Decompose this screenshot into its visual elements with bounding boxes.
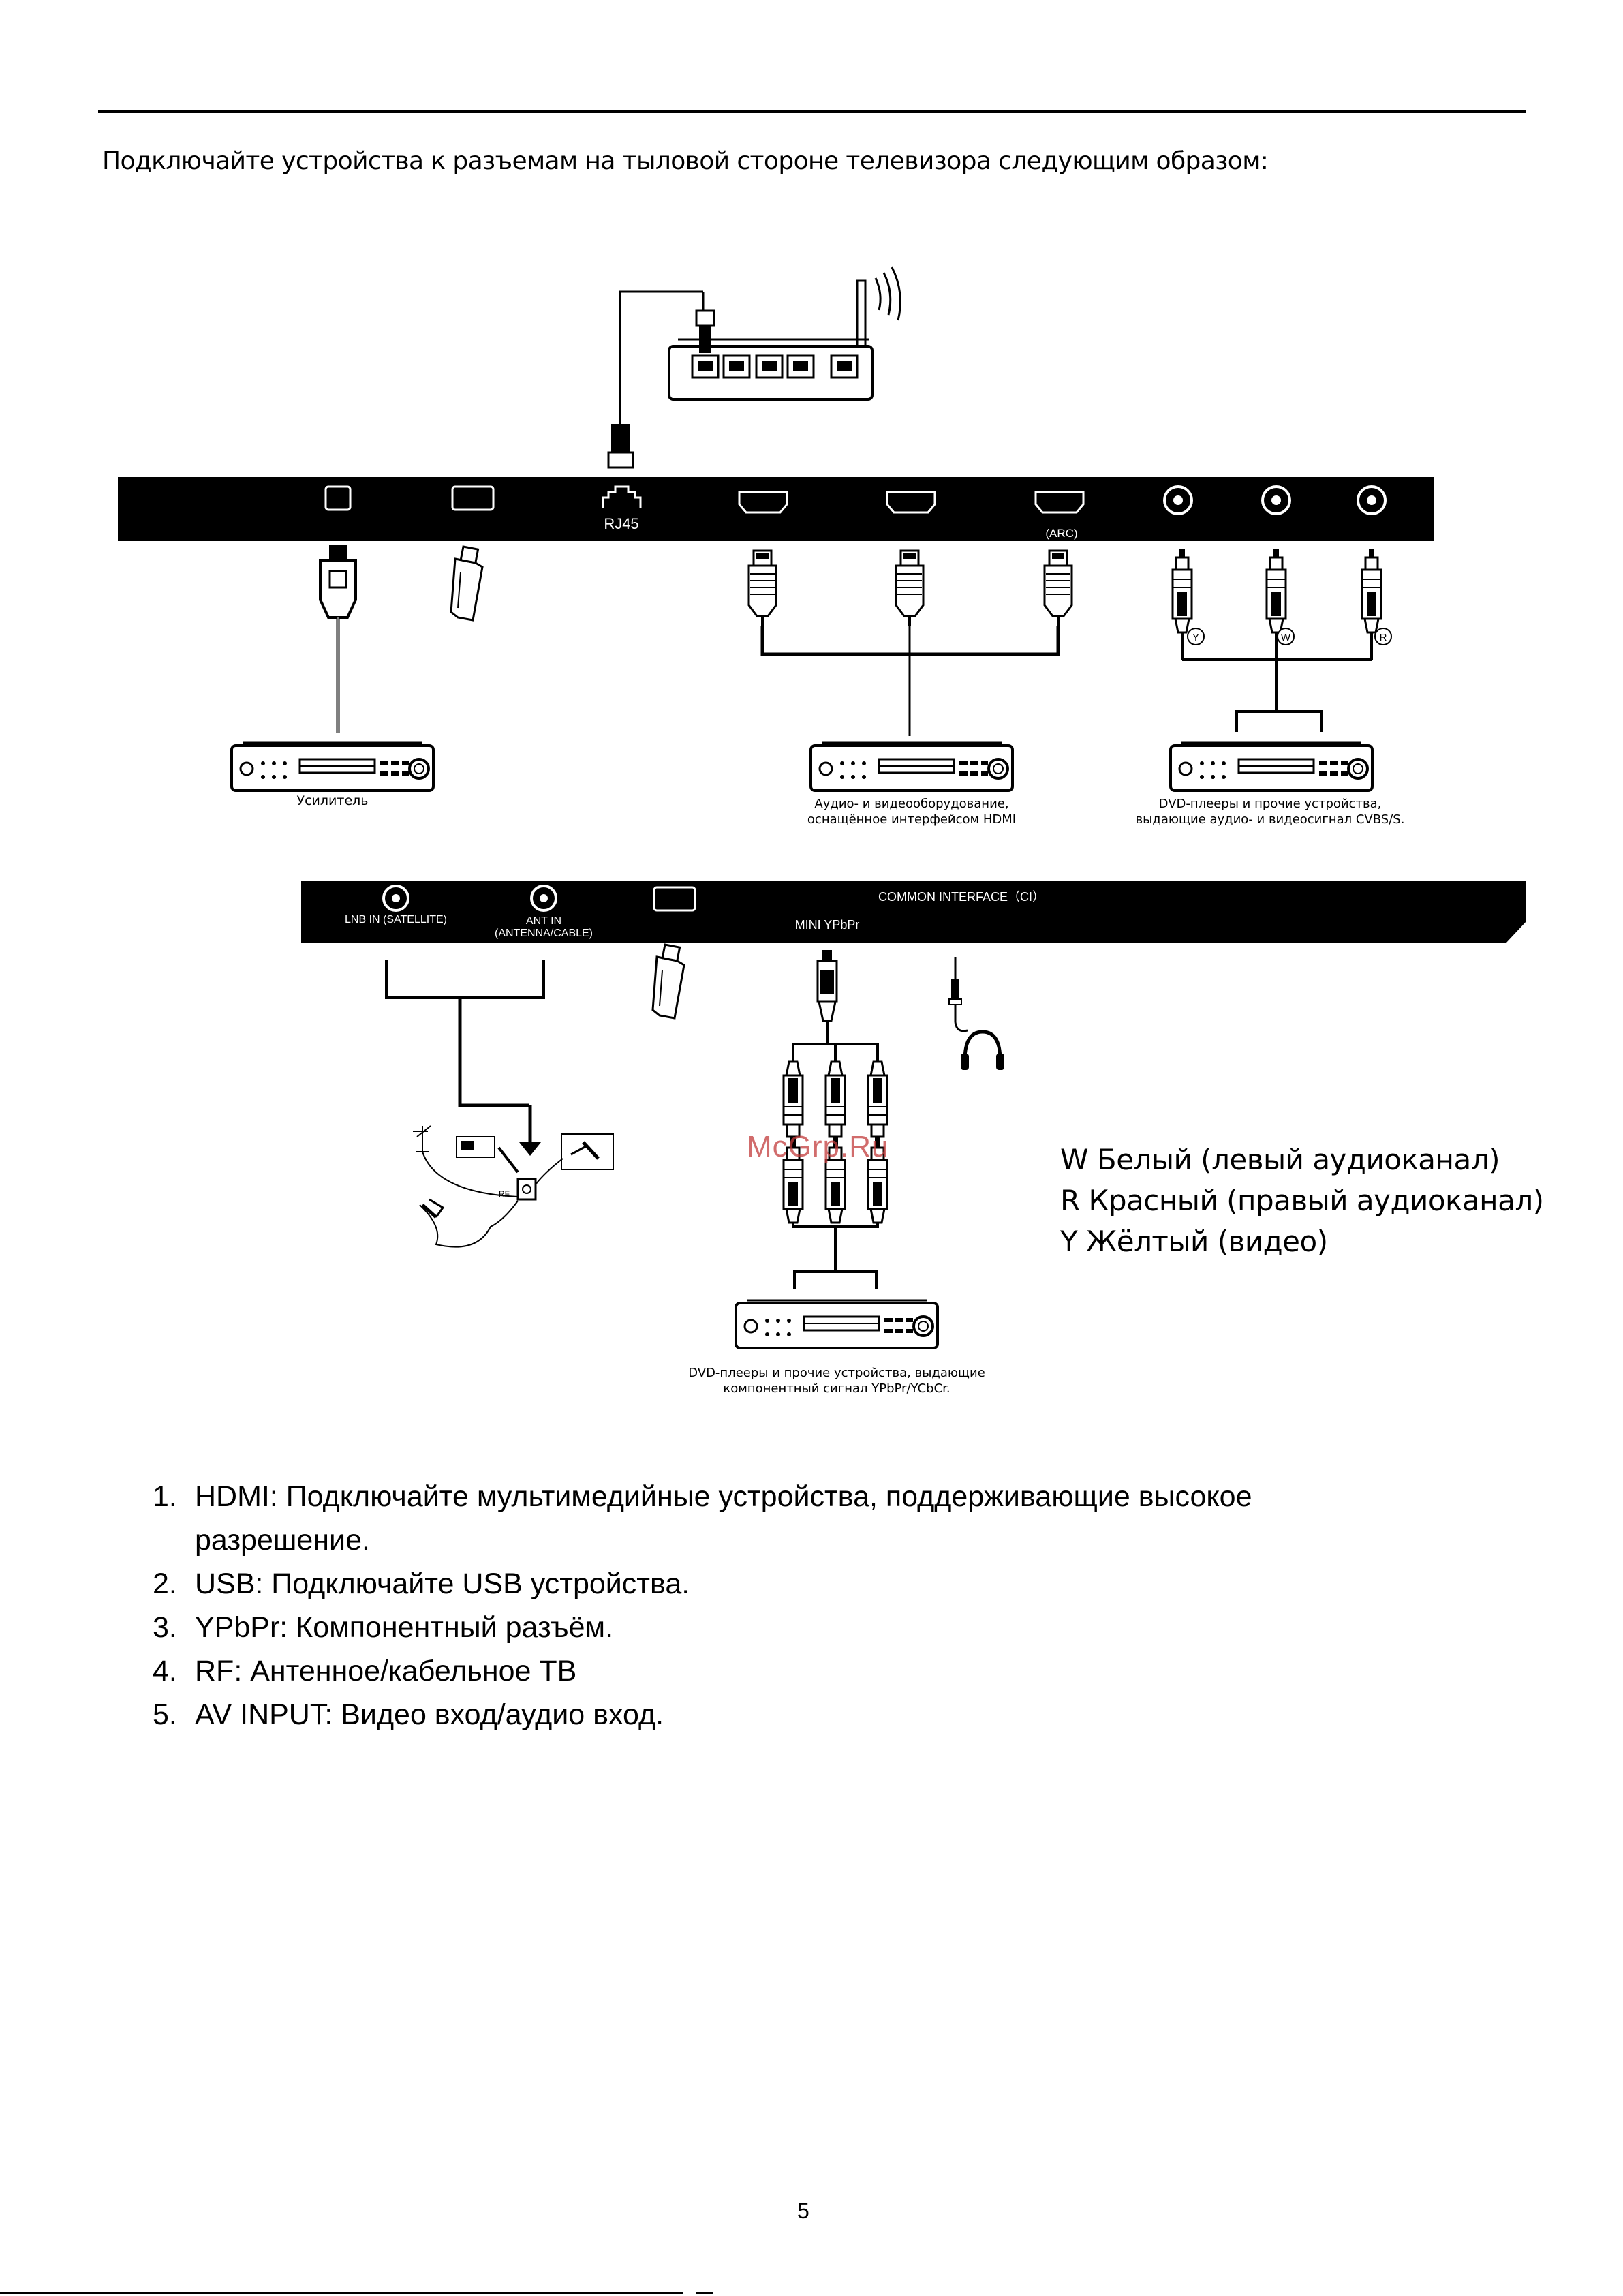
tv-rear-panel-top: RJ45 (ARC) [118,477,1434,541]
bottom-rule-mark [696,2292,713,2294]
amplifier-label: Усилитель [297,793,369,808]
note-item: 4.RF: Антенное/кабельное ТВ [153,1655,577,1687]
rf-cabling: RF [385,960,614,1248]
hdmi-device [809,741,1014,792]
cvbs-w-marker: W [1281,632,1291,643]
rj45-label: RJ45 [604,515,638,532]
note-item: 3.YPbPr: Компонентный разъём. [153,1611,614,1644]
connection-diagram: RJ45 (ARC) Y W R Усилитель [118,266,1526,1396]
hdmi-port-icon [738,491,788,514]
cvbs-device [1169,741,1374,792]
usb-stick-top [450,545,484,622]
legend-item-red: R Красный (правый аудиоканал) [1060,1184,1544,1217]
notes-list: 1.HDMI: Подключайте мультимедийные устро… [153,1475,1421,1736]
top-rule [98,110,1526,113]
note-item: 2.USB: Подключайте USB устройства. [153,1567,690,1600]
watermark: McGrp.Ru [747,1130,889,1163]
cvbs-device-label-2: выдающие аудио- и видеосигнал CVBS/S. [1136,812,1405,827]
cvbs-r-marker: R [1380,632,1387,643]
ant-label-2: (ANTENNA/CABLE) [495,928,593,939]
router [607,266,901,469]
page-number: 5 [797,2199,809,2223]
legend-item-yellow: Y Жёлтый (видео) [1060,1225,1328,1258]
bottom-rule [0,2292,683,2294]
hdmi-arc-port-icon [1034,491,1085,514]
legend-item-white: W Белый (левый аудиоканал) [1060,1143,1500,1176]
ypbpr-adapter-cables [782,950,888,1289]
optical-cable [319,545,357,733]
rj45-port-icon [602,485,642,508]
hdmi-device-label-1: Аудио- и видеооборудование, [814,797,1008,811]
intro-text: Подключайте устройства к разъемам на тыл… [102,147,1269,175]
color-legend: W Белый (левый аудиоканал) R Красный (пр… [1060,1139,1544,1262]
rf-label: RF [499,1189,510,1199]
note-item: 5.AV INPUT: Видео вход/аудио вход. [153,1698,664,1731]
ypbpr-device [735,1299,939,1349]
ci-label: COMMON INTERFACE（CI） [878,890,1045,904]
cvbs-device-label-1: DVD-плееры и прочие устройства, [1159,797,1382,811]
headphones-icon [948,957,1004,1070]
cvbs-cables: Y W R [1171,548,1392,732]
ypbpr-device-label-1: DVD-плееры и прочие устройства, выдающие [688,1366,985,1380]
mini-ypbpr-label: MINI YPbPr [795,918,860,932]
hdmi-cables [747,549,1073,736]
amplifier-device [230,741,435,792]
hdmi-port-icon [886,491,936,514]
arc-label: (ARC) [1045,527,1077,540]
note-item: 1.HDMI: Подключайте мультимедийные устро… [153,1480,1252,1557]
hdmi-device-label-2: оснащённое интерфейсом HDMI [807,812,1016,827]
usb-stick-bottom [651,943,685,1020]
ant-label-1: ANT IN [526,915,561,927]
cvbs-y-marker: Y [1192,632,1199,643]
tv-rear-panel-bottom: LNB IN (SATELLITE) ANT IN (ANTENNA/CABLE… [301,881,1526,943]
ypbpr-device-label-2: компонентный сигнал YPbPr/YCbCr. [723,1381,950,1396]
lnb-label: LNB IN (SATELLITE) [345,914,447,925]
